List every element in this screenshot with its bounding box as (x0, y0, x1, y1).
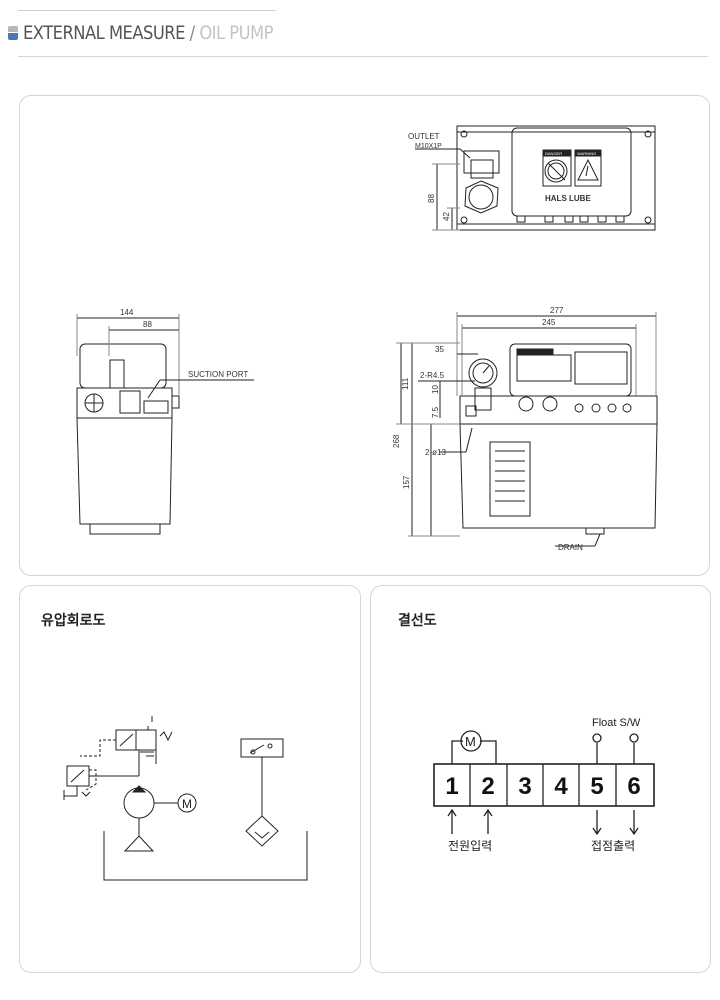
pump-motor-symbol: M (182, 797, 192, 811)
warning-label: WARNING (577, 151, 596, 156)
drain-label: DRAIN (558, 543, 583, 552)
outlet-label: OUTLET (408, 132, 440, 141)
terminal-6: 6 (627, 773, 640, 800)
dim-245: 245 (542, 318, 556, 327)
dim-88-horizontal: 88 (143, 320, 152, 329)
dim-268: 268 (392, 434, 401, 448)
terminal-2: 2 (481, 773, 494, 800)
dim-35: 35 (435, 345, 444, 354)
dim-42: 42 (442, 212, 451, 221)
float-switch-label: Float S/W (592, 717, 641, 729)
hydraulic-circuit-title: 유압회로도 (41, 613, 106, 629)
terminal-4: 4 (554, 773, 568, 800)
title-divider (18, 56, 708, 57)
dim-111: 111 (401, 377, 410, 390)
hydraulic-circuit-diagram: M (63, 716, 308, 881)
danger-label: DANGER (545, 151, 562, 156)
hydraulic-circuit-panel: 유압회로도 (19, 585, 361, 973)
brand-label: HALS LUBE (545, 194, 591, 203)
contact-output-label: 접점출력 (591, 839, 635, 853)
terminal-5: 5 (590, 773, 603, 800)
dim-10: 10 (431, 385, 440, 394)
dim-144: 144 (120, 308, 134, 317)
wiring-diagram: M Float S/W 1 2 3 4 5 6 전원입력 접점출력 (433, 717, 655, 853)
suction-port-label: SUCTION PORT (188, 370, 248, 379)
header-bullet-icon (8, 26, 18, 40)
terminal-1: 1 (445, 773, 458, 800)
power-input-label: 전원입력 (448, 839, 492, 853)
top-view (415, 125, 656, 231)
external-drawing-panel: OUTLET M10X1P 88 42 DANGER WARNING HALS … (19, 95, 710, 576)
title-separator: / (189, 22, 195, 44)
wiring-diagram-title: 결선도 (398, 613, 437, 629)
title-main: EXTERNAL MEASURE (23, 22, 185, 44)
title-sub: OIL PUMP (199, 22, 273, 44)
dim-7-5: 7.5 (431, 406, 440, 418)
wiring-motor-symbol: M (465, 734, 476, 749)
terminal-3: 3 (518, 773, 531, 800)
dim-d13: 2-ø13 (425, 448, 446, 457)
wiring-diagram-panel: 결선도 M Float (370, 585, 711, 973)
dim-88-vertical: 88 (427, 194, 436, 203)
outlet-spec: M10X1P (415, 143, 442, 150)
page-title: EXTERNAL MEASURE / OIL PUMP (23, 22, 273, 44)
dim-277: 277 (550, 306, 564, 315)
page-header: EXTERNAL MEASURE / OIL PUMP (8, 18, 314, 48)
external-drawing: OUTLET M10X1P 88 42 DANGER WARNING HALS … (76, 125, 658, 552)
front-view (396, 312, 658, 547)
dim-157: 157 (402, 475, 411, 489)
side-view (76, 314, 254, 535)
dim-r45: 2-R4.5 (420, 371, 445, 380)
top-divider (18, 10, 276, 11)
